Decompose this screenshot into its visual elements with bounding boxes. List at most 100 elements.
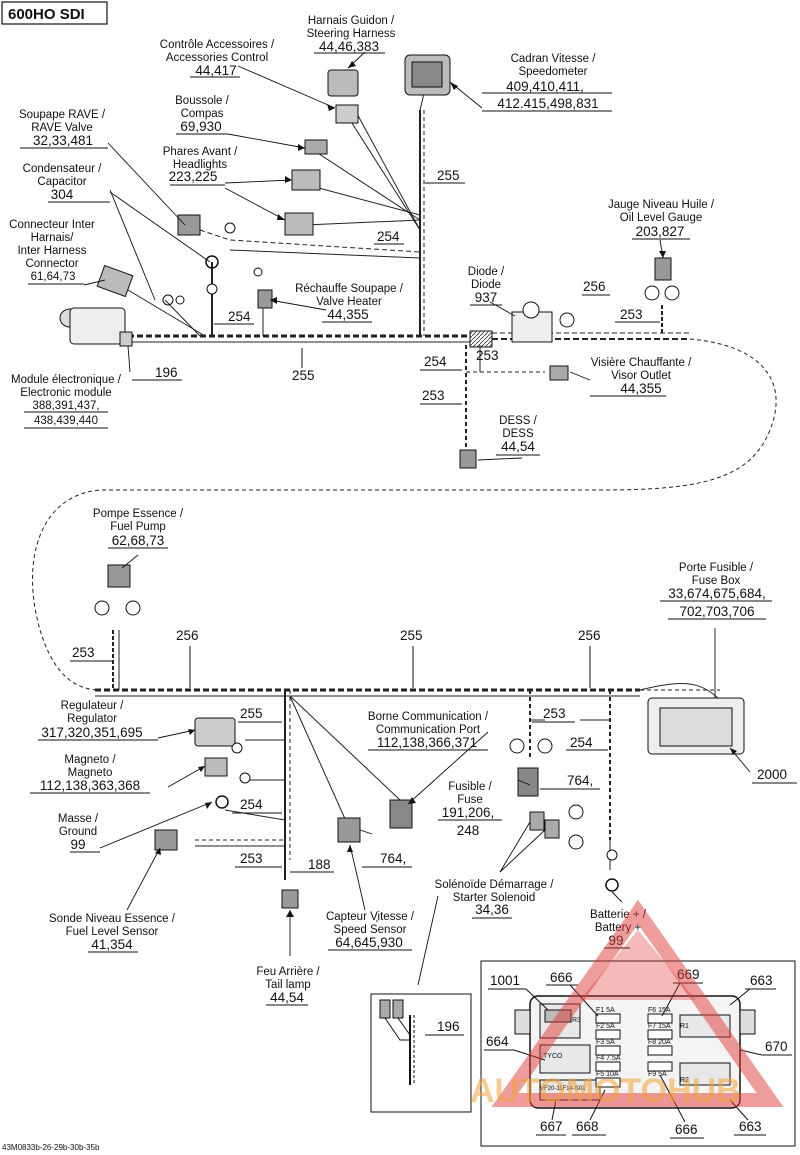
leader-lines [83, 51, 751, 986]
fusebox-label-1: Porte Fusible / [679, 562, 754, 574]
wire-ref-196: 196 [155, 365, 178, 380]
comm-port-connector [389, 799, 413, 829]
steering-label-2: Steering Harness [307, 28, 396, 40]
interharness-label-2: Harnais/ [31, 232, 75, 244]
wire-ref-255: 255 [400, 628, 423, 643]
fuse-label-f6: F6 15A [648, 1007, 671, 1014]
wire-ref-253: 253 [422, 388, 445, 403]
title-box [1, 1, 108, 25]
diode-refs: 937 [475, 290, 498, 305]
commport-label-1: Borne Communication / [368, 711, 489, 723]
oilgauge-label-2: Oil Level Gauge [620, 212, 702, 224]
rave-refs: 32,33,481 [33, 133, 93, 148]
speedometer-refs-1: 409,410,411, [506, 79, 584, 94]
ecm-refs-2: 438,439,440 [34, 415, 98, 427]
interharness-ring [162, 294, 174, 306]
rave-label-2: RAVE Valve [31, 122, 93, 134]
fuse-label-f9: F9 5A [648, 1071, 667, 1078]
headlights-label-2: Headlights [173, 159, 228, 171]
valveheater-refs: 44,355 [327, 307, 368, 322]
callout-670: 670 [765, 1039, 788, 1054]
magneto-connector [204, 757, 228, 777]
wire-detail-inset: 196 [370, 993, 472, 1113]
callout-666-b: 666 [675, 1122, 698, 1137]
wire-ref-256: 256 [578, 628, 601, 643]
capacitor-refs: 304 [51, 187, 74, 202]
commport-label-2: Communication Port [376, 724, 481, 736]
fuse-label-f2: F2 5A [596, 1023, 615, 1030]
dess-connector [459, 449, 477, 469]
wire-ref-254: 254 [570, 735, 593, 750]
wire-ref-253: 253 [240, 851, 263, 866]
capacitor-label-1: Condensateur / [23, 163, 102, 175]
fusebox-refs-2: 702,703,706 [679, 604, 754, 619]
dess-label-1: DESS / [499, 415, 538, 427]
valveheater-label-1: Réchauffe Soupape / [295, 283, 404, 295]
watermark-logo: AUTOMOTOHUB [470, 899, 784, 1110]
wire-ref-numbers: 255 254 254 196 255 256 253 254 253 253 … [70, 168, 797, 873]
fusebox-part-number: VF20-11F14-S01 [540, 1086, 586, 1092]
accessories-connector [335, 104, 359, 124]
wire-ref-764: 764, [380, 851, 406, 866]
fuse-label-f4: F4 7.5A [596, 1055, 621, 1062]
oilgauge-refs: 203,827 [636, 224, 685, 239]
wire-ref-255: 255 [240, 706, 263, 721]
wire-ref-254: 254 [377, 229, 400, 244]
callout-1001: 1001 [490, 973, 520, 988]
steering-label-1: Harnais Guidon / [308, 15, 395, 27]
wire-ref-188: 188 [308, 857, 331, 872]
speedsensor-label-2: Speed Sensor [334, 924, 407, 936]
ecm-module [59, 307, 133, 347]
interharness-label-3: Inter Harness [17, 245, 86, 257]
solenoid-refs: 34,36 [475, 902, 509, 917]
oil-gauge-connector [654, 257, 672, 281]
capacitor-label-2: Capacitor [37, 176, 86, 188]
fusebox-unit [647, 697, 745, 755]
relay-label-r2: R2 [680, 1077, 689, 1084]
steering-refs: 44,46,383 [319, 39, 379, 54]
wire-ref-196-inset: 196 [437, 1019, 460, 1034]
commport-refs: 112,138,366,371 [377, 735, 477, 750]
fusebox-brand: TYCO [543, 1053, 563, 1060]
wire-ref-253: 253 [620, 307, 643, 322]
headlights-label-1: Phares Avant / [163, 146, 238, 158]
dess-label-2: DESS [502, 428, 534, 440]
wire-ref-255: 255 [437, 168, 460, 183]
ground-refs: 99 [70, 837, 85, 852]
speedometer-label-2: Speedometer [518, 66, 587, 78]
fuse-refs-2: 248 [457, 823, 480, 838]
tail-lamp-connector [281, 889, 299, 909]
steering-connector [327, 69, 359, 97]
speed-sensor-connector [337, 817, 361, 843]
fuse-label-f5: F5 10A [596, 1071, 619, 1078]
fuse-holder [517, 767, 539, 797]
taillamp-refs: 44,54 [270, 990, 304, 1005]
interharness-connector [96, 264, 134, 298]
accessories-label-2: Accessories Control [166, 52, 268, 64]
harness-wires [32, 59, 777, 880]
diode-label-1: Diode / [468, 266, 505, 278]
speedsensor-refs: 64,645,930 [335, 935, 403, 950]
fuse-refs-1: 191,206, [442, 805, 495, 820]
ground-label-1: Masse / [58, 813, 99, 825]
fuse-label-2: Fuse [457, 794, 483, 806]
fuel-pump-connector [107, 564, 131, 588]
ecm-label-2: Electronic module [20, 387, 111, 399]
compass-connector [304, 139, 328, 155]
wire-ref-256: 256 [583, 279, 606, 294]
fuelsensor-refs: 41,354 [91, 937, 133, 952]
fuelpump-refs: 62,68,73 [112, 533, 165, 548]
regulator-label-1: Regulateur / [61, 700, 124, 712]
accessories-label-1: Contrôle Accessoires / [160, 39, 275, 51]
capacitor-terminal [205, 255, 219, 269]
fuelsensor-label-1: Sonde Niveau Essence / [49, 913, 176, 925]
wire-ref-256: 256 [176, 628, 199, 643]
ecm-label-1: Module électronique / [11, 374, 122, 386]
solenoid-label-1: Solénoïde Démarrage / [435, 879, 555, 891]
dess-refs: 44,54 [501, 439, 535, 454]
harness-junction [469, 330, 493, 348]
fuse-label-f3: F3 5A [596, 1039, 615, 1046]
headlight-connector-1 [291, 169, 321, 191]
visor-label-1: Visière Chauffante / [591, 357, 692, 369]
